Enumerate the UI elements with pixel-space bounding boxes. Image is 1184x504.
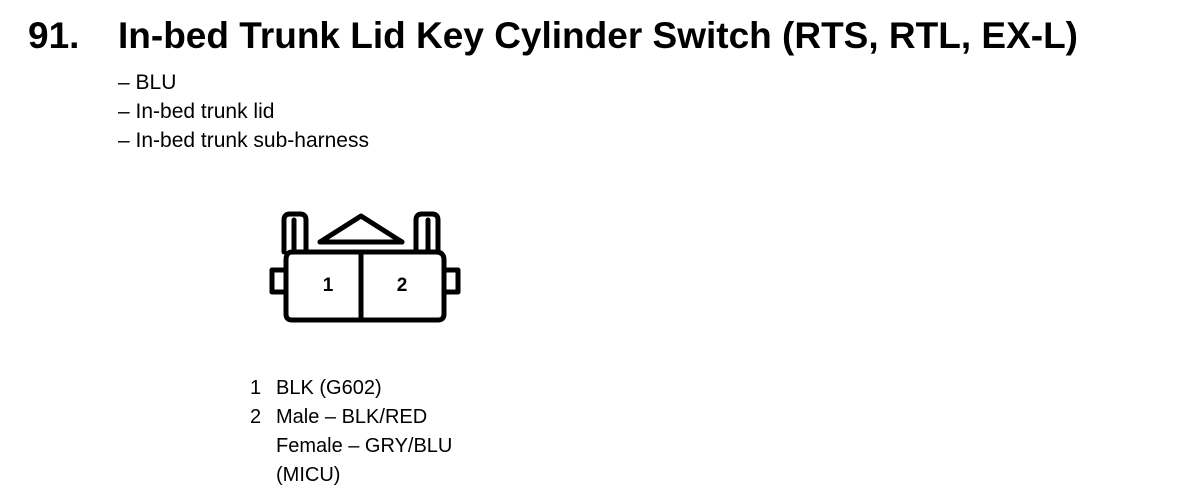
pin-description: BLK (G602) [276, 374, 382, 403]
left-ear [269, 267, 289, 295]
connector-pin-1-label: 1 [323, 275, 334, 296]
connector-location: – In-bed trunk lid [118, 100, 275, 123]
locking-tab [317, 213, 405, 245]
pin-1-wire: BLK (G602) [276, 377, 382, 399]
right-ear [441, 267, 461, 295]
connector-diagram: 1 2 [269, 211, 461, 323]
right-latch [413, 211, 441, 255]
pin-description: Male – BLK/RED Female – GRY/BLU (MICU) [276, 403, 452, 490]
connector-harness: – In-bed trunk sub-harness [118, 129, 369, 152]
pin-number: 1 [250, 377, 262, 399]
pinout-table: 1 BLK (G602) 2 Male – BLK/RED Female – G… [250, 374, 452, 490]
section-number: 91. [28, 15, 80, 56]
pinout-row: 1 BLK (G602) [250, 374, 452, 403]
pin-2-male-wire: Male – BLK/RED [276, 406, 428, 428]
connector-body [283, 249, 447, 323]
pin-number: 2 [250, 406, 262, 428]
section-title: In-bed Trunk Lid Key Cylinder Switch (RT… [118, 15, 1078, 56]
connector-info-list: – BLU – In-bed trunk lid – In-bed trunk … [118, 68, 369, 155]
pin-2-destination: (MICU) [276, 464, 341, 486]
pin-2-female-wire: Female – GRY/BLU [276, 435, 453, 457]
pinout-row: 2 Male – BLK/RED Female – GRY/BLU (MICU) [250, 403, 452, 490]
connector-color: – BLU [118, 71, 177, 94]
left-latch [281, 211, 309, 255]
connector-pin-2-label: 2 [397, 275, 408, 296]
